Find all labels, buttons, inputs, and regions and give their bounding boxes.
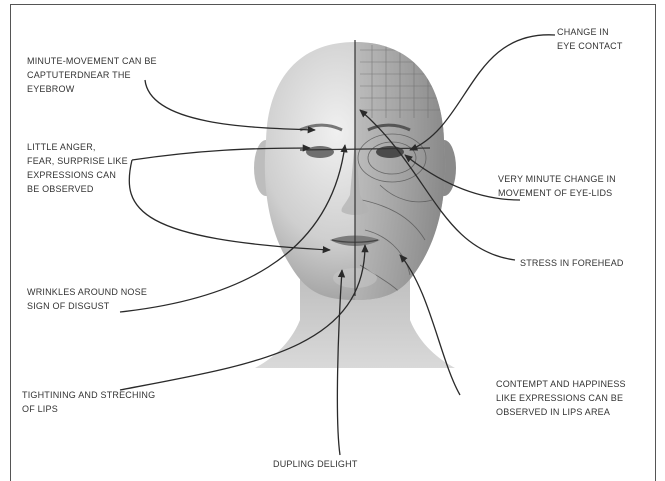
head (265, 40, 455, 305)
label-wrinkles-nose: WRINKLES AROUND NOSE SIGN OF DISGUST (27, 285, 147, 313)
label-dimpling-delight: DUPLING DELIGHT (273, 457, 358, 471)
label-eyelids: VERY MINUTE CHANGE IN MOVEMENT OF EYE-LI… (498, 172, 616, 200)
label-tightening-lips: TIGHTINING AND STRECHING OF LIPS (22, 388, 155, 416)
label-anger-fear-surprise: LITTLE ANGER, FEAR, SURPRISE LIKE EXPRES… (27, 140, 128, 196)
label-contempt-happiness: CONTEMPT AND HAPPINESS LIKE EXPRESSIONS … (496, 377, 626, 419)
label-eye-contact: CHANGE IN EYE CONTACT (557, 25, 623, 53)
label-stress-forehead: STRESS IN FOREHEAD (520, 256, 624, 270)
left-eye (306, 146, 334, 158)
label-minute-movement: MINUTE-MOVEMENT CAN BE CAPTUTERDNEAR THE… (27, 54, 157, 96)
